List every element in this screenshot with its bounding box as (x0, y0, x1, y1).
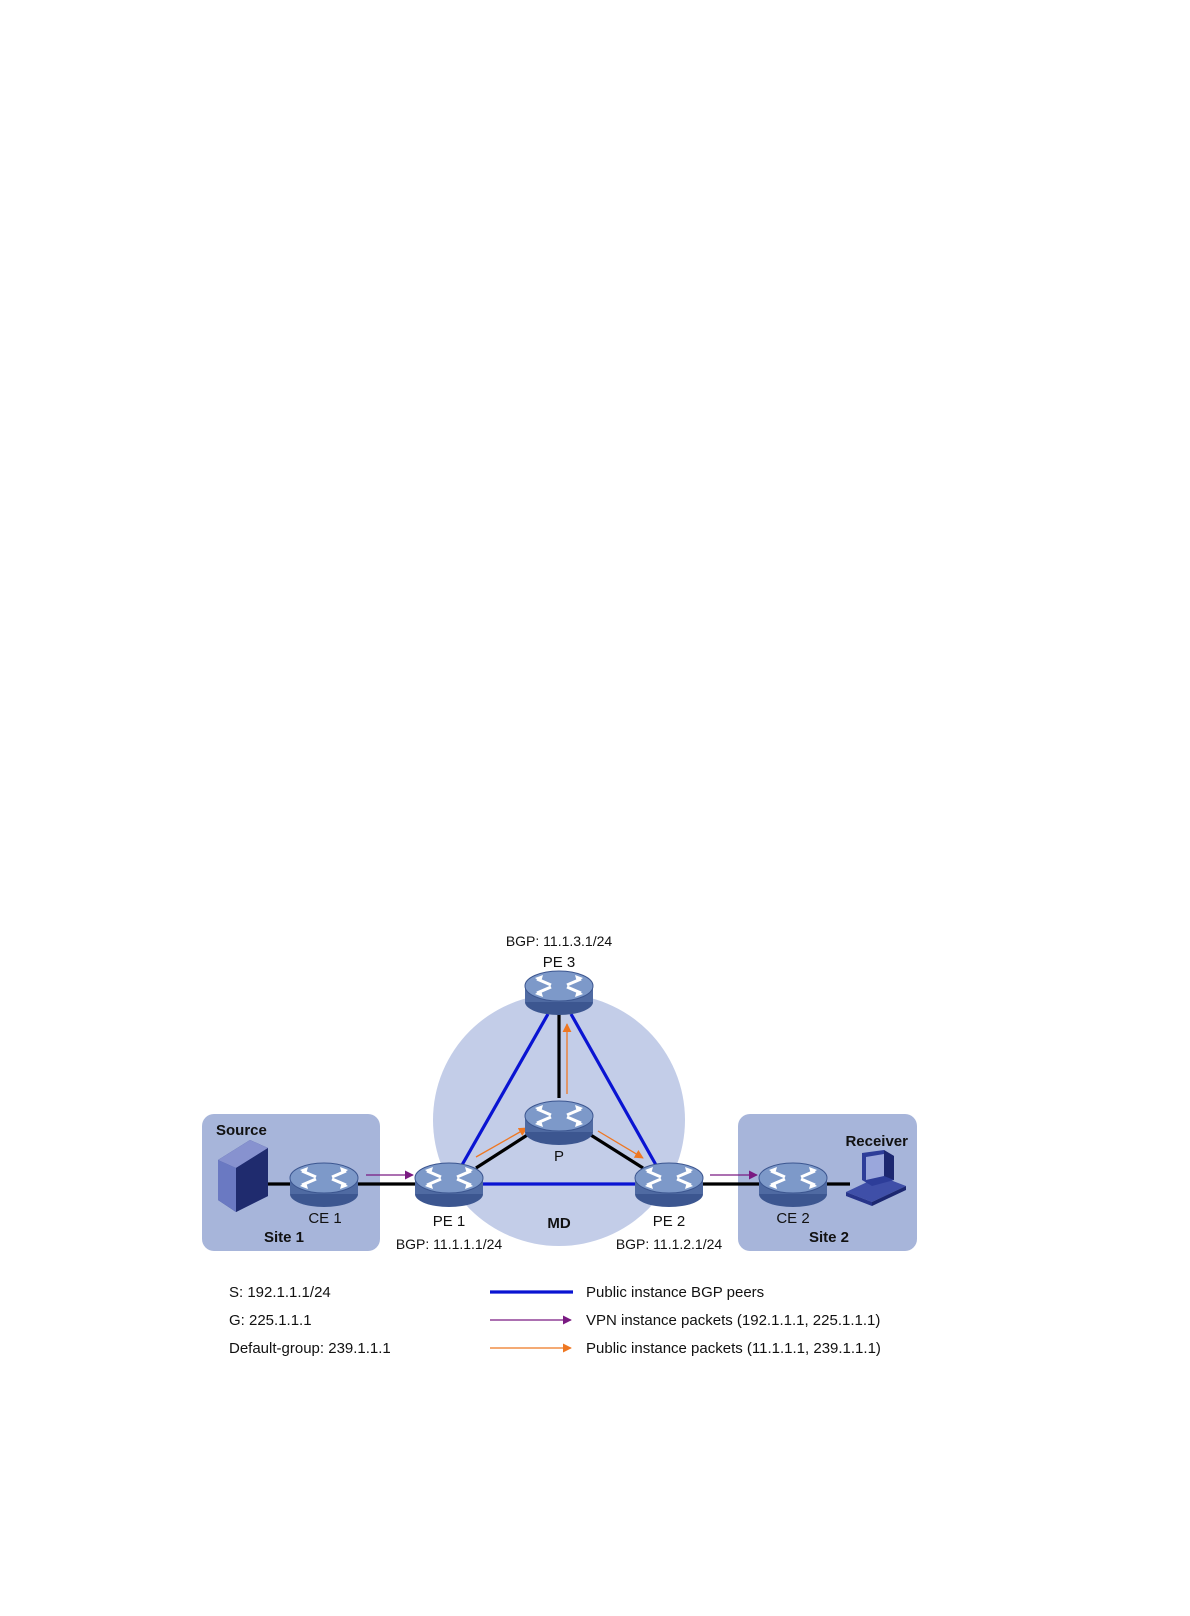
info-g: G: 225.1.1.1 (229, 1312, 312, 1329)
pe2-bgp-label: BGP: 11.1.2.1/24 (616, 1236, 723, 1252)
legend-bgp-text: Public instance BGP peers (586, 1284, 764, 1301)
router-icon-pe3 (525, 971, 593, 1015)
router-icon-pe2 (635, 1163, 703, 1207)
p-label: P (554, 1148, 564, 1165)
site1-label: Site 1 (264, 1229, 304, 1246)
router-icon-pe1 (415, 1163, 483, 1207)
pe2-label: PE 2 (653, 1213, 686, 1230)
receiver-label: Receiver (845, 1133, 908, 1150)
legend-vpn-text: VPN instance packets (192.1.1.1, 225.1.1… (586, 1312, 880, 1329)
legend: Public instance BGP peers VPN instance p… (490, 1284, 881, 1357)
router-icon-ce1 (290, 1163, 358, 1207)
site2-label: Site 2 (809, 1229, 849, 1246)
ce2-label: CE 2 (776, 1210, 809, 1227)
info-s: S: 192.1.1.1/24 (229, 1284, 331, 1301)
pe3-label: PE 3 (543, 954, 576, 971)
pe3-bgp-label: BGP: 11.1.3.1/24 (506, 933, 613, 949)
router-icon-ce2 (759, 1163, 827, 1207)
ce1-label: CE 1 (308, 1210, 341, 1227)
legend-public-text: Public instance packets (11.1.1.1, 239.1… (586, 1340, 881, 1357)
info-default-group: Default-group: 239.1.1.1 (229, 1340, 391, 1357)
pe1-label: PE 1 (433, 1213, 466, 1230)
source-label: Source (216, 1122, 267, 1139)
router-icon-p (525, 1101, 593, 1145)
pe1-bgp-label: BGP: 11.1.1.1/24 (396, 1236, 503, 1252)
md-label: MD (547, 1215, 570, 1232)
